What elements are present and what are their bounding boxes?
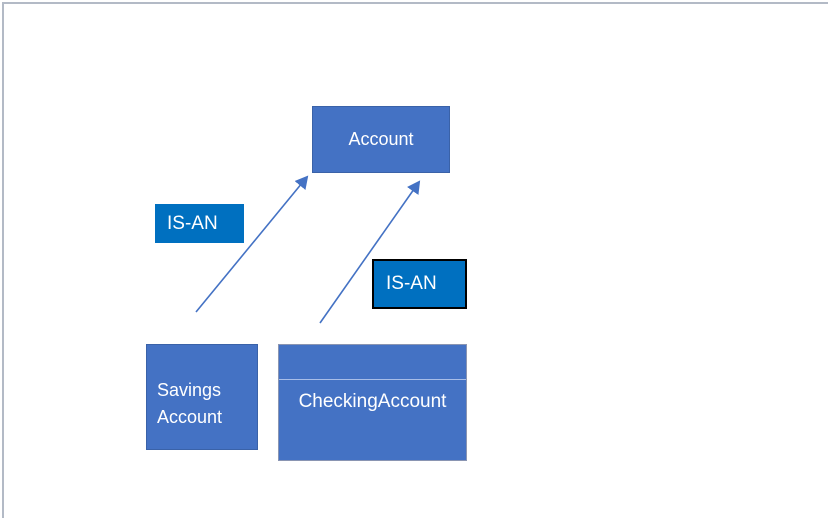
checking-label: CheckingAccount <box>298 391 447 412</box>
checking-node-body: CheckingAccount <box>279 380 466 460</box>
isan-label-left-text: IS-AN <box>167 212 218 234</box>
account-node[interactable]: Account <box>312 106 450 173</box>
checking-node-titlebar <box>279 345 466 380</box>
page-edge-top <box>2 2 828 4</box>
isan-label-right[interactable]: IS-AN <box>372 259 467 309</box>
savings-account-node[interactable]: Savings Account <box>146 344 258 450</box>
page-edge-left <box>2 2 4 518</box>
arrow-savings-to-account[interactable] <box>195 175 309 313</box>
account-node-label: Account <box>348 129 414 149</box>
isan-label-left[interactable]: IS-AN <box>155 204 244 243</box>
savings-label-line2: Account <box>157 407 223 427</box>
isan-label-right-text: IS-AN <box>386 273 437 294</box>
savings-label-line1: Savings <box>157 380 222 400</box>
arrow-checking-to-account[interactable] <box>319 180 421 324</box>
checking-account-node[interactable]: CheckingAccount <box>278 344 467 461</box>
